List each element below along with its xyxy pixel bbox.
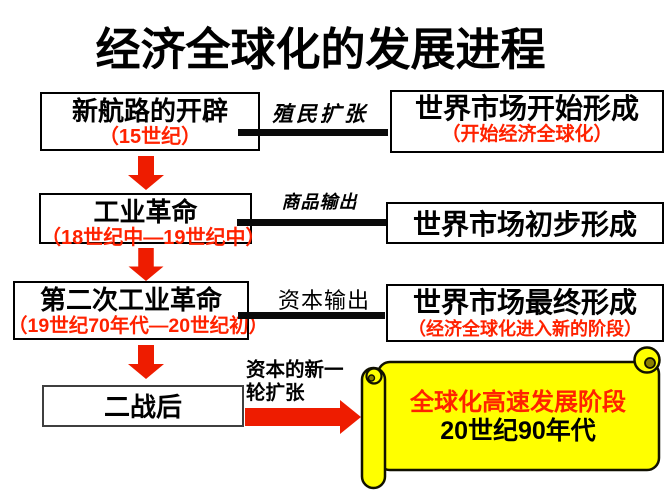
down-arrow-icon — [128, 248, 164, 281]
stage-box-industrial-revolution: 工业革命 （18世纪中—19世纪中） — [39, 193, 266, 249]
globalization-stage-label: 全球化高速发展阶段 — [410, 389, 626, 416]
stage-period: （18世纪中—19世纪中） — [41, 227, 266, 249]
link-label-commodity-export: 商品输出 — [281, 192, 358, 213]
stage-name: 新航路的开辟 — [71, 96, 228, 126]
stage-box-new-sea-routes: 新航路的开辟 （15世纪） — [40, 92, 260, 151]
right-arrow-icon — [245, 400, 361, 434]
link-label-new-capital-expansion: 资本的新一 轮扩张 — [246, 359, 358, 405]
stage-name: 第二次工业革命 — [39, 285, 222, 315]
down-arrow-icon — [128, 345, 164, 379]
result-box-market-initial: 世界市场初步形成 — [386, 202, 664, 244]
link-label-capital-export: 资本输出 — [277, 289, 370, 314]
globalization-stage-period: 20世纪90年代 — [440, 417, 596, 445]
stage-period: （15世纪） — [98, 126, 202, 148]
result-name: 世界市场最终形成 — [412, 287, 637, 318]
result-box-market-begins: 世界市场开始形成 （开始经济全球化） — [390, 90, 664, 153]
result-name: 世界市场初步形成 — [412, 209, 637, 240]
result-note: （经济全球化进入新的阶段） — [408, 319, 642, 339]
link-label-line2: 轮扩张 — [246, 382, 305, 404]
stage-period: （19世纪70年代—20世纪初） — [8, 315, 269, 337]
stage-box-second-industrial-revolution: 第二次工业革命 （19世纪70年代—20世纪初） — [8, 281, 268, 340]
connector-line — [238, 129, 388, 136]
connector-line — [237, 219, 386, 226]
result-note: （开始经济全球化） — [441, 124, 613, 145]
stage-name: 二战后 — [103, 392, 182, 422]
result-box-market-final: 世界市场最终形成 （经济全球化进入新的阶段） — [386, 284, 664, 342]
connector-line — [238, 312, 385, 319]
scroll-banner-text: 全球化高速发展阶段 20世纪90年代 — [378, 388, 658, 446]
slide-title: 经济全球化的发展进程 — [95, 24, 546, 75]
down-arrow-icon — [128, 156, 164, 190]
link-label-line1: 资本的新一 — [246, 359, 344, 381]
link-label-colonial-expansion: 殖民扩张 — [272, 101, 368, 126]
result-name: 世界市场开始形成 — [414, 93, 639, 124]
stage-name: 工业革命 — [93, 197, 198, 227]
stage-box-post-wwii: 二战后 — [42, 385, 244, 427]
scroll-banner-shape — [360, 346, 661, 490]
